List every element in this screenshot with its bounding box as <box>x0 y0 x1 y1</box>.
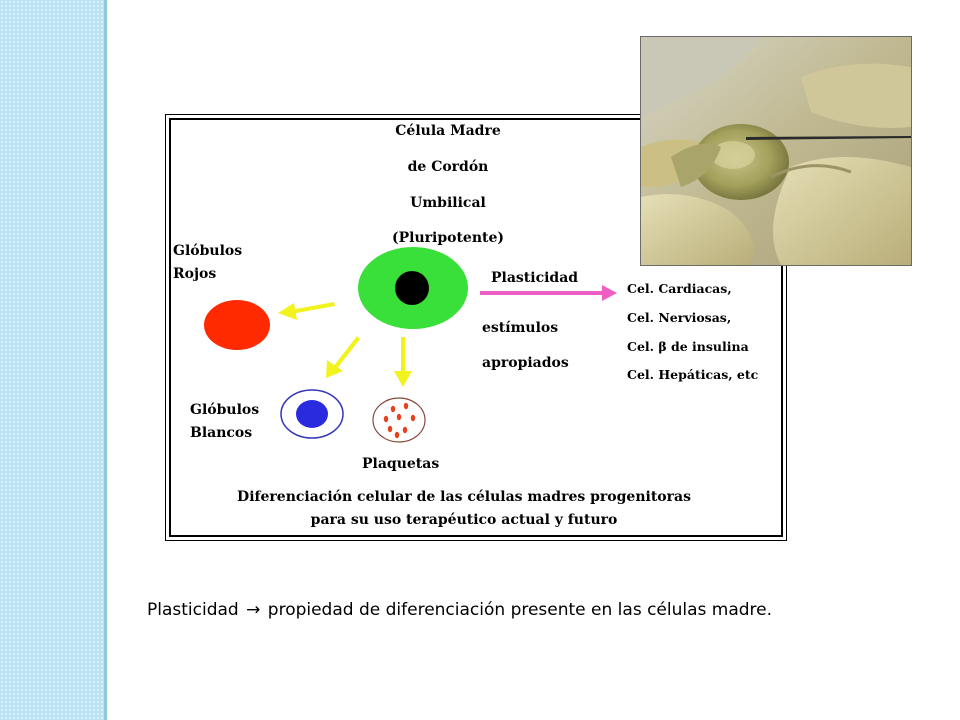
white-cells-label-line-1: Glóbulos <box>190 402 260 418</box>
cell-type-cardiac: Cel. Cardiacas, <box>627 281 732 296</box>
umbilical-cord-photo-drawing <box>641 37 911 265</box>
stem-cell-title-line-3: Umbilical <box>410 195 486 211</box>
diagram-footer-line-1: Diferenciación celular de las células ma… <box>237 489 691 505</box>
yellow-arrows <box>278 302 412 387</box>
white-blood-cell-nucleus <box>296 400 328 428</box>
cell-type-insulin: Cel. β de insulina <box>627 339 749 354</box>
stem-cell-title-line-2: de Cordón <box>407 159 489 175</box>
side-band-edge <box>104 0 107 720</box>
plasticity-label: Plasticidad <box>491 270 579 286</box>
cell-type-hepatic: Cel. Hepáticas, etc <box>627 367 759 382</box>
decorative-side-band <box>0 0 104 720</box>
stem-cell-title-line-1: Célula Madre <box>395 123 501 139</box>
stimuli-label-line-1: estímulos <box>482 320 559 336</box>
stem-cell-title-line-4: (Pluripotente) <box>391 230 505 246</box>
red-cells-label-line-2: Rojos <box>173 266 217 282</box>
umbilical-cord-photo <box>640 36 912 266</box>
caption-text: Plasticidad → propiedad de diferenciació… <box>147 600 772 620</box>
arrow-to-red-cell <box>278 302 335 320</box>
white-cells-label-line-2: Blancos <box>190 425 253 441</box>
arrow-to-platelets <box>394 337 412 387</box>
platelet-dots <box>383 402 416 439</box>
stimuli-label-line-2: apropiados <box>482 355 569 371</box>
caption-rest: propiedad de diferenciación presente en … <box>267 600 773 620</box>
red-blood-cell <box>204 300 270 350</box>
cell-type-nervous: Cel. Nerviosas, <box>627 310 732 325</box>
arrow-to-white-cell <box>326 336 360 378</box>
diagram-graphics <box>204 247 617 443</box>
caption-lead: Plasticidad <box>147 600 239 620</box>
diagram-inner-border <box>169 118 783 537</box>
platelets-label: Plaquetas <box>362 456 440 472</box>
plasticity-arrow <box>480 285 617 301</box>
stem-cell-nucleus <box>395 271 429 305</box>
caption-arrow-icon: → <box>246 600 261 620</box>
diagram-footer-line-2: para su uso terapéutico actual y futuro <box>310 512 618 528</box>
red-cells-label-line-1: Glóbulos <box>173 243 243 259</box>
